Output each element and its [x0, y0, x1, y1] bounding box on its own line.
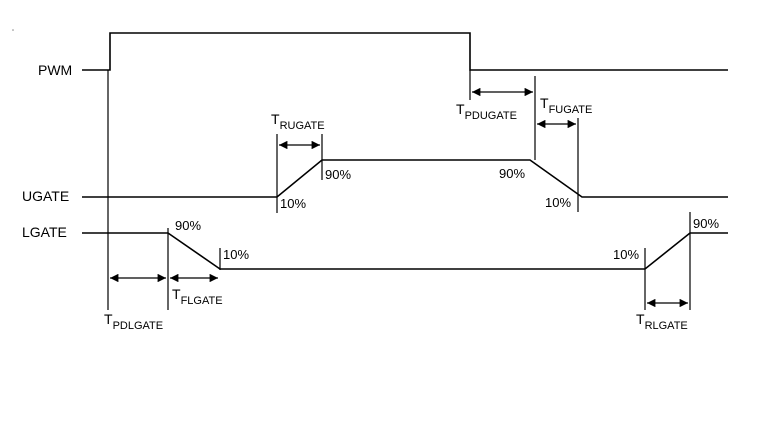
- pct-lgate-fall-90: 90%: [175, 218, 201, 233]
- label-tfugate: TFUGATE: [540, 95, 592, 116]
- ugate-label: UGATE: [22, 188, 69, 204]
- pct-ugate-rise-10: 10%: [280, 196, 306, 211]
- label-trlgate: TRLGATE: [636, 311, 688, 332]
- lgate-label: LGATE: [22, 224, 67, 240]
- lgate-waveform: [82, 232, 728, 270]
- ugate-waveform: [82, 159, 728, 198]
- pct-lgate-fall-10: 10%: [223, 247, 249, 262]
- pct-ugate-rise-90: 90%: [325, 167, 351, 182]
- label-tpdugate: TPDUGATE: [456, 101, 517, 122]
- pwm-label: PWM: [38, 62, 72, 78]
- label-tpdlgate: TPDLGATE: [104, 311, 163, 332]
- pwm-waveform: [82, 32, 728, 71]
- pct-ugate-fall-90: 90%: [499, 166, 525, 181]
- pct-ugate-fall-10: 10%: [545, 195, 571, 210]
- label-tflgate: TFLGATE: [172, 286, 223, 307]
- speck-dot: [12, 29, 14, 31]
- label-trugate: TRUGATE: [271, 111, 325, 132]
- pct-lgate-rise-90: 90%: [693, 216, 719, 231]
- pct-lgate-rise-10: 10%: [613, 247, 639, 262]
